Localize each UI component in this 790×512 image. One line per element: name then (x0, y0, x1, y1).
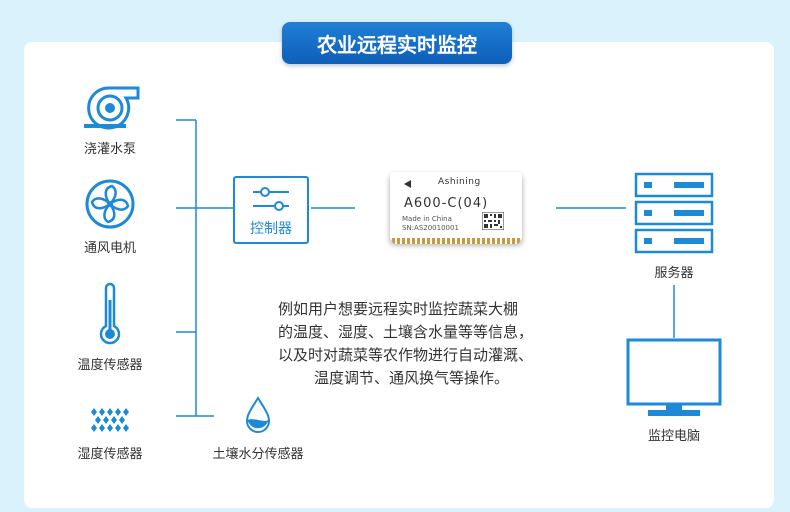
module-chip: Ashining A600-C(04) Made in China SN:AS2… (390, 172, 522, 242)
soil-sensor-node (244, 396, 272, 434)
module-pads (392, 238, 520, 244)
water-pump-icon (84, 86, 140, 130)
page-title: 农业远程实时监控 (282, 22, 512, 64)
slider-icon (253, 187, 289, 211)
monitor-icon (626, 338, 722, 416)
description-line-1: 例如用户想要远程实时监控蔬菜大棚 (278, 300, 519, 318)
fan-label: 通风电机 (83, 241, 137, 256)
monitor-label: 监控电脑 (647, 429, 701, 444)
description-text: 例如用户想要远程实时监控蔬菜大棚 的温度、湿度、土壤含水量等等信息， 以及时对蔬… (278, 298, 608, 390)
module-made-in: Made in China (402, 215, 452, 223)
server-node (634, 172, 714, 256)
chip-orientation-mark-icon (404, 180, 411, 188)
server-icon (634, 172, 714, 254)
soil-sensor-label: 土壤水分传感器 (212, 447, 304, 462)
description-line-2: 的温度、湿度、土壤含水量等等信息， (278, 323, 534, 341)
description-line-3: 以及时对蔬菜等农作物进行自动灌溉、 (278, 346, 534, 364)
controller-box: 控制器 (233, 176, 309, 244)
humidity-node (90, 408, 132, 432)
thermometer-label: 温度传感器 (77, 358, 143, 373)
module-serial: SN:AS20010001 (402, 224, 459, 232)
water-pump-label: 浇灌水泵 (83, 142, 137, 157)
monitor-node (626, 338, 722, 418)
water-drop-icon (245, 396, 271, 433)
content-panel (24, 42, 774, 508)
humidity-label: 湿度传感器 (77, 447, 143, 462)
thermometer-node (98, 282, 122, 348)
water-pump-node (80, 84, 142, 130)
controller-label: 控制器 (250, 221, 292, 237)
module-brand: Ashining (438, 177, 481, 187)
module-model: A600-C(04) (404, 196, 489, 211)
humidity-icon (91, 408, 129, 432)
fan-node (84, 178, 136, 230)
description-line-4: 温度调节、通风换气等操作。 (314, 369, 510, 387)
fan-icon (85, 179, 135, 229)
qr-code-icon (482, 212, 504, 230)
thermometer-icon (99, 282, 121, 345)
server-label: 服务器 (654, 266, 694, 281)
